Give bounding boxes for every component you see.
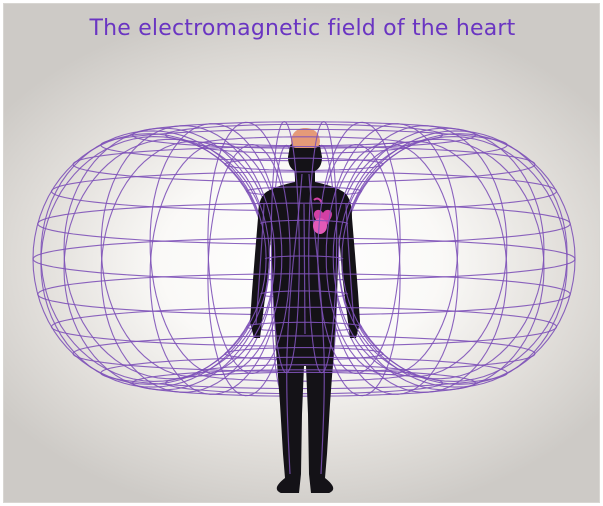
field-meridian-line (41, 137, 266, 388)
field-meridian-line (342, 131, 567, 382)
field-meridian-line (342, 137, 567, 388)
field-meridian-line (64, 128, 270, 379)
field-meridian-line (339, 128, 545, 379)
diagram-frame: The electromagnetic field of the heart (3, 3, 600, 503)
field-meridian-line (41, 131, 266, 382)
field-meridian-line (64, 139, 270, 389)
field-meridian-line (33, 134, 265, 385)
field-meridian-line (343, 134, 575, 385)
field-meridian-line (339, 139, 545, 389)
heart-field-illustration (4, 4, 600, 503)
